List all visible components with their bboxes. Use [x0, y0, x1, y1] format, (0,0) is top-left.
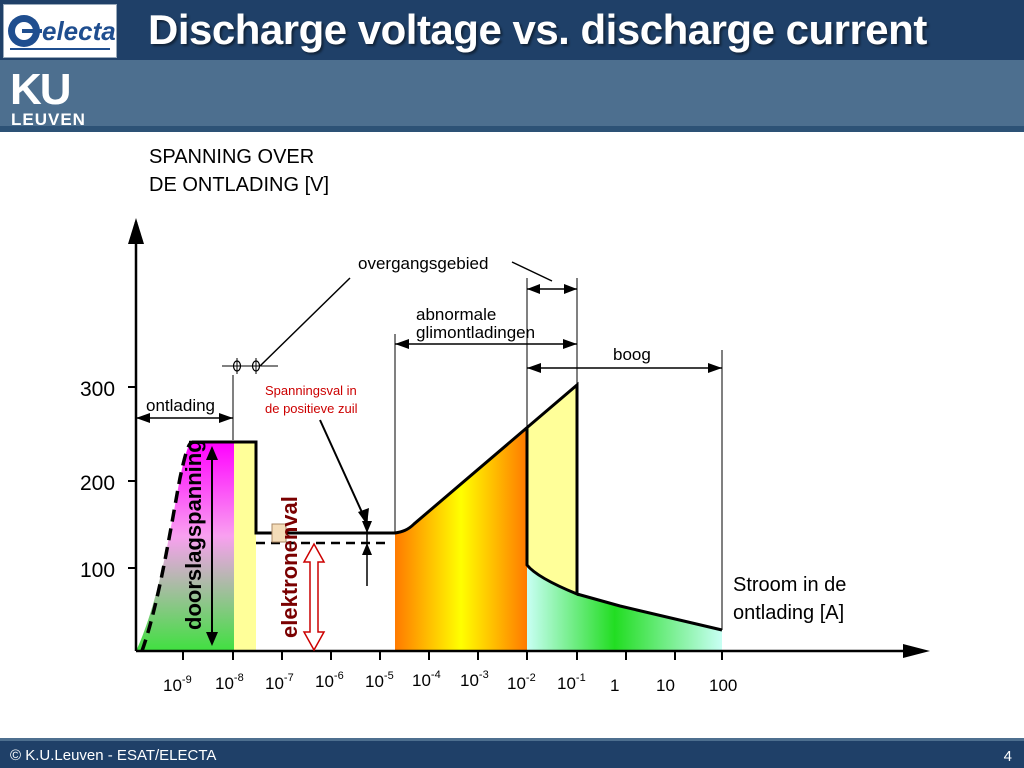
x-tick-label: 10-9 — [163, 674, 192, 695]
page-number: 4 — [1003, 748, 1012, 765]
arc-curve — [576, 592, 723, 632]
breakdown-yellow-band — [234, 442, 256, 651]
overgangsgebied-leader-right — [511, 261, 553, 282]
overgangsgebied-label: overgangsgebied — [358, 254, 488, 273]
characteristic-curve — [192, 381, 579, 597]
ontlading-label: ontlading — [146, 396, 215, 415]
ontlading-arrow-right — [219, 413, 233, 423]
ku-logo-text: KU — [10, 66, 70, 114]
spanningsval-leader-head — [358, 508, 369, 525]
spanningsval-leader — [319, 419, 366, 520]
y-axis-arrow — [128, 218, 144, 244]
y-tick-label-200: 200 — [80, 472, 115, 495]
breakdown-arrow-down — [206, 632, 218, 646]
x-tick-label: 10-6 — [315, 670, 344, 691]
ontlading-arrow-left — [136, 413, 150, 423]
x-tick-label: 10-7 — [265, 672, 294, 693]
x-tick-label: 10-1 — [557, 672, 586, 693]
doorslagspanning-label: doorslagspanning — [181, 439, 206, 630]
x-tick-label: 10-3 — [460, 669, 489, 690]
x-tick-label: 10 — [656, 676, 675, 695]
transition-arrow-right — [564, 284, 577, 294]
transition-arrow-left — [527, 284, 540, 294]
electa-logo-text: electa — [42, 16, 116, 46]
slide-title: Discharge voltage vs. discharge current — [148, 6, 927, 53]
footer-copyright: © K.U.Leuven - ESAT/ELECTA — [10, 747, 217, 764]
breakdown-dashed-curve — [140, 440, 194, 652]
electa-logo: electa — [3, 4, 117, 58]
discharge-diagram: 300 200 100 10-9 10-8 10-7 10-6 10-5 10-… — [80, 146, 930, 695]
breakdown-fill — [136, 442, 234, 651]
x-axis-title-line2: ontlading [A] — [733, 602, 844, 624]
abnormal-arrow-right — [563, 339, 577, 349]
x-tick-label: 10-2 — [507, 672, 536, 693]
overgangsgebied-leader-left — [259, 277, 351, 367]
y-axis-title-line2: DE ONTLADING [V] — [149, 174, 329, 196]
slide-footer: © K.U.Leuven - ESAT/ELECTA 4 — [0, 738, 1024, 768]
header-divider — [0, 126, 1024, 132]
elektronenval-double-arrow — [302, 542, 326, 652]
y-axis-title-line1: SPANNING OVER — [149, 146, 314, 168]
slide-header: Discharge voltage vs. discharge current … — [0, 0, 1024, 132]
boog-label: boog — [613, 345, 651, 364]
x-tick-label: 10-5 — [365, 670, 394, 691]
x-axis-title-line1: Stroom in de — [733, 574, 846, 596]
abnormale-label-line2: glimontladingen — [416, 323, 535, 342]
abnormal-glow-fill — [395, 428, 527, 651]
abnormal-arrow-left — [395, 339, 409, 349]
y-tick-label-300: 300 — [80, 378, 115, 401]
x-tick-label: 1 — [610, 676, 619, 695]
column-drop-arrow-up — [362, 543, 372, 555]
abnormale-label-line1: abnormale — [416, 305, 496, 324]
boog-arrow-right — [708, 363, 722, 373]
x-tick-label: 10-4 — [412, 669, 441, 690]
x-axis-arrow — [903, 644, 930, 658]
x-tick-labels: 10-9 10-8 10-7 10-6 10-5 10-4 10-3 10-2 … — [163, 669, 737, 695]
elektronenval-label: elektronenval — [277, 496, 302, 638]
spanningsval-label-line2: de positieve zuil — [265, 401, 358, 416]
leuven-logo-text: LEUVEN — [11, 110, 86, 128]
header-band — [0, 0, 1024, 60]
column-drop-arrow-down — [362, 521, 372, 533]
elektronenval-marker — [271, 523, 287, 543]
y-tick-label-100: 100 — [80, 559, 115, 582]
breakdown-arrow-up — [206, 446, 218, 460]
x-tick-label: 10-8 — [215, 672, 244, 693]
ku-leuven-logo: KU LEUVEN — [10, 65, 114, 133]
boog-arrow-left — [527, 363, 541, 373]
x-ticks — [182, 651, 723, 660]
transition-fill — [527, 385, 577, 594]
spanningsval-label-line1: Spanningsval in — [265, 383, 357, 398]
x-tick-label: 100 — [709, 676, 737, 695]
